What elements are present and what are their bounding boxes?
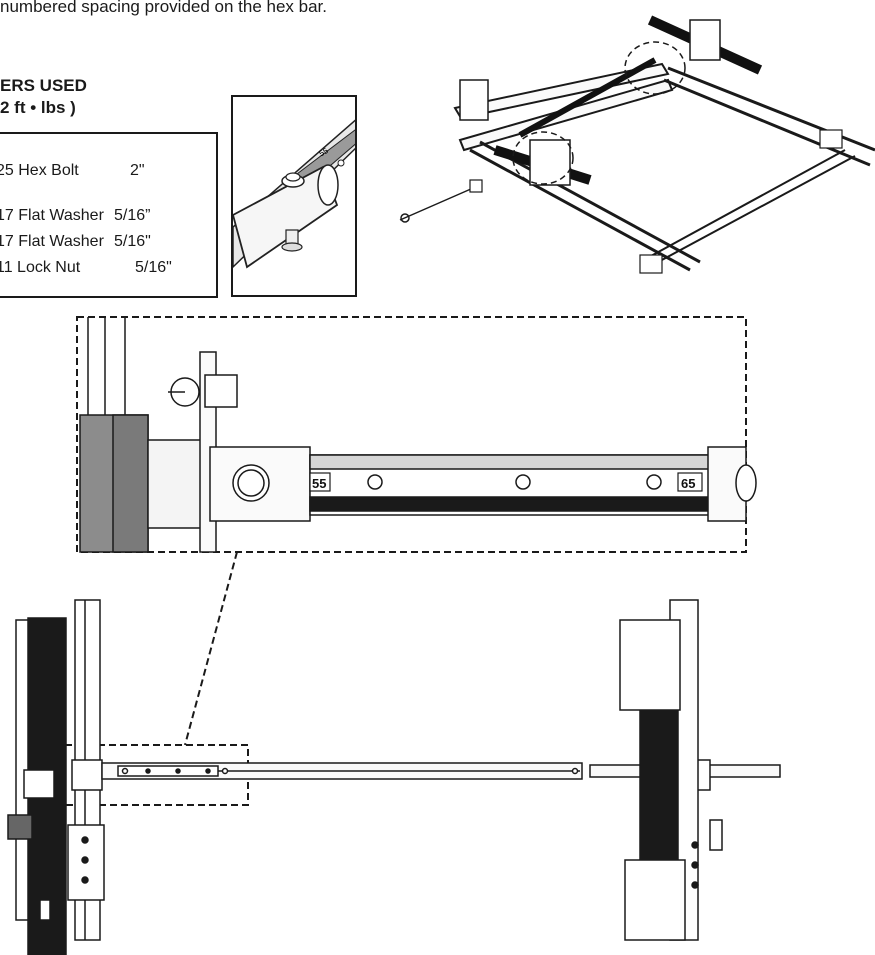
fastener-size: 5/16” [114, 207, 151, 224]
fasteners-heading: ERS USED [0, 76, 87, 95]
hex-bar-mark-65: 65 [681, 476, 695, 491]
assembly-isometric-diagram [399, 15, 875, 274]
fastener-desc: 17 Flat Washer [0, 233, 104, 250]
bolt-detail-view: 55 [231, 95, 357, 297]
fastener-size: 5/16" [114, 233, 151, 250]
fastener-desc: 25 Hex Bolt [0, 162, 79, 179]
fastener-desc: 11 Lock Nut [0, 259, 81, 276]
fastener-desc: 17 Flat Washer [0, 207, 104, 224]
fastener-size: 5/16" [135, 259, 172, 276]
hex-bar-enlarged-view: 55 65 [7, 316, 781, 955]
torque-spec: 2 ft • lbs ) [0, 98, 76, 117]
fasteners-list-box: 25 Hex Bolt 2" 17 Flat Washer 5/16” 17 F… [0, 132, 218, 298]
hex-bar-mark-55: 55 [312, 476, 326, 491]
fastener-size: 2" [130, 162, 145, 179]
instruction-text: numbered spacing provided on the hex bar… [0, 0, 328, 16]
